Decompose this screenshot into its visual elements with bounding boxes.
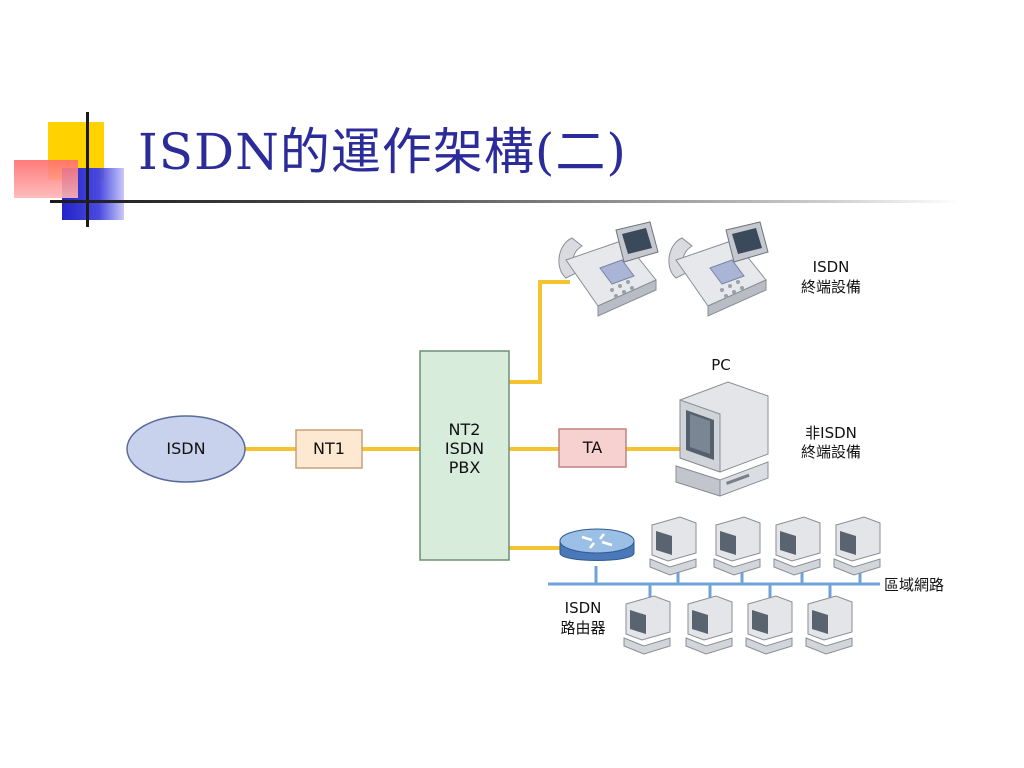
lan-bus	[548, 566, 880, 600]
deco-horizontal-line	[50, 200, 960, 203]
workstation-icon	[833, 516, 881, 576]
isdn-router-label-2: 路由器	[560, 619, 606, 637]
deco-vertical-line	[86, 112, 89, 227]
non-isdn-label-1: 非ISDN	[805, 424, 857, 442]
isdn-terminal-label-1: ISDN	[812, 258, 850, 276]
workstation-icon	[773, 516, 821, 576]
computer-icon	[675, 381, 769, 497]
lan-label: 區域網路	[884, 576, 945, 594]
link-nt2-phone	[509, 280, 570, 384]
nt2-pbx-label: PBX	[448, 458, 481, 477]
deco-red-block	[14, 160, 78, 198]
workstation-icon	[623, 595, 671, 655]
nt2-label: NT2	[448, 420, 481, 439]
link-lines	[244, 280, 680, 550]
nt2-isdn-label: ISDN	[444, 439, 485, 458]
workstation-icon	[805, 595, 853, 655]
workstation-icon	[685, 595, 733, 655]
isdn-terminal-label-2: 終端設備	[800, 278, 861, 296]
nt2-pbx-box	[419, 350, 510, 561]
isdn-cloud-shape	[126, 415, 246, 483]
workstation-icon	[713, 516, 761, 576]
non-isdn-label-2: 終端設備	[800, 443, 861, 461]
workstation-icon	[745, 595, 793, 655]
telephone-icon	[668, 221, 769, 317]
workstation-icon	[649, 516, 697, 576]
nt1-label: NT1	[313, 439, 345, 458]
nt1-box	[295, 429, 363, 469]
isdn-router-label-1: ISDN	[564, 599, 602, 617]
telephone-icon	[558, 221, 659, 317]
ta-box	[558, 428, 627, 468]
ta-label: TA	[582, 438, 603, 457]
isdn-cloud-label: ISDN	[166, 439, 206, 458]
router-icon	[559, 528, 635, 561]
page-title: ISDN的運作架構(二)	[138, 123, 627, 181]
pc-label: PC	[711, 356, 731, 374]
